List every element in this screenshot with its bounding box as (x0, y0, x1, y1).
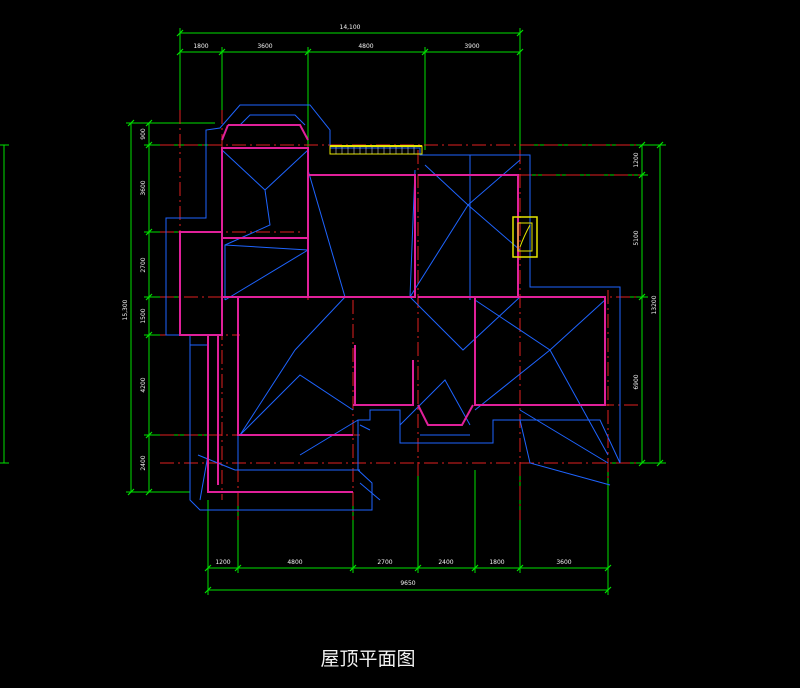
left-dimension-4: 1500 (140, 308, 147, 323)
drawing-title: 屋顶平面图 (320, 648, 415, 670)
left-dimension-1: 900 (140, 128, 147, 140)
bottom-dimension-5: 1800 (489, 559, 504, 566)
bottom-dimension-2: 4800 (287, 559, 302, 566)
left-dimension-2: 3600 (140, 180, 147, 195)
top-dimension-4: 3900 (464, 43, 479, 50)
top-overall-dimension: 14,100 (340, 24, 361, 31)
left-dimension-6: 2400 (140, 455, 147, 470)
walls (179, 124, 606, 493)
left-dimension-5: 4200 (140, 377, 147, 392)
bottom-dimension-4: 2400 (438, 559, 453, 566)
right-dimension-3: 6900 (633, 374, 640, 389)
dimension-ticks (127, 29, 664, 594)
chimney-marker (512, 216, 538, 258)
bottom-dimension-1: 1200 (215, 559, 230, 566)
axis-grid (160, 110, 640, 520)
bottom-dimension-3: 2700 (377, 559, 392, 566)
top-dimension-2: 3600 (257, 43, 272, 50)
bottom-dimension-6: 3600 (556, 559, 571, 566)
right-dimension-1: 1200 (633, 152, 640, 167)
top-dimension-1: 1800 (193, 43, 208, 50)
skylight-grille (329, 145, 423, 155)
right-dimension-2: 5100 (633, 230, 640, 245)
top-dimension-3: 4800 (358, 43, 373, 50)
bottom-overall-dimension: 9650 (400, 580, 415, 587)
left-overall-dimension: 15,300 (122, 299, 129, 320)
right-overall-dimension: 13200 (651, 295, 658, 314)
roof-outline (165, 104, 621, 511)
left-dimension-3: 2700 (140, 257, 147, 272)
